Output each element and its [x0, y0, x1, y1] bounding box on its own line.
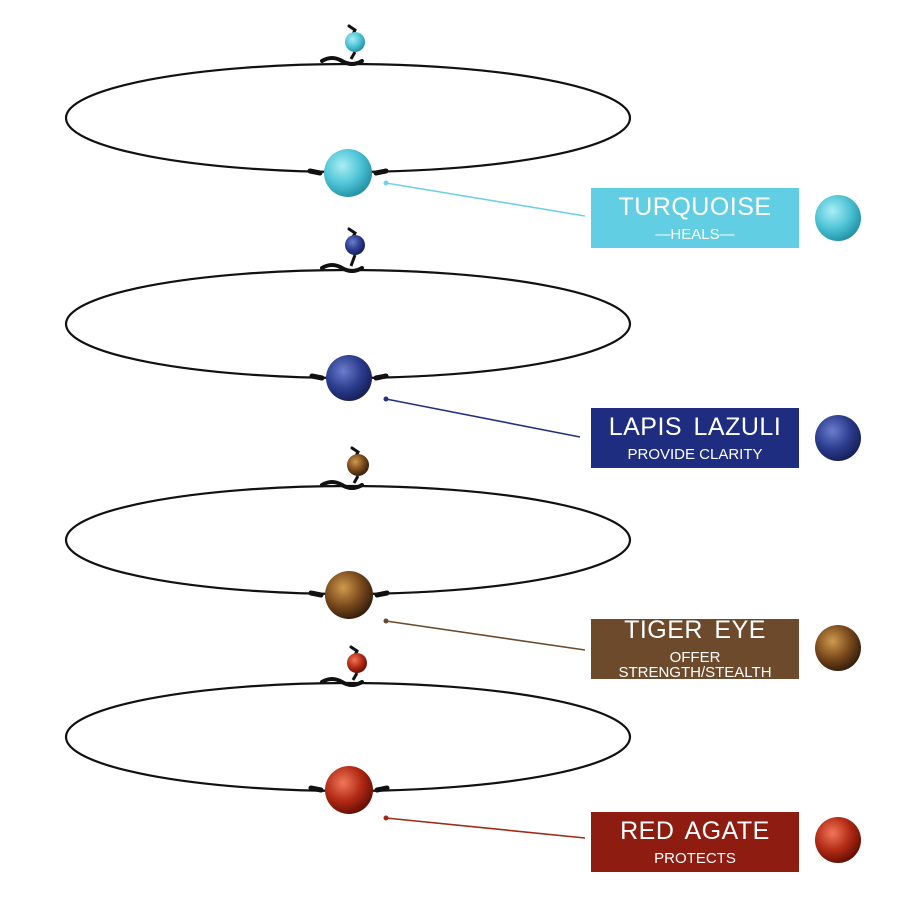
lapis-lazuli-clasp-tail [349, 254, 357, 267]
lapis-lazuli-main-bead [326, 355, 372, 401]
turquoise-leader-line [385, 182, 586, 217]
tiger-eye-clasp-knot [320, 480, 364, 490]
tiger-eye-label: TIGER EYE OFFER STRENGTH/STEALTH [591, 616, 799, 681]
turquoise-title: TURQUOISE [618, 192, 772, 221]
lapis-lazuli-leader-line [385, 398, 581, 438]
lapis-lazuli-small-bead [345, 235, 365, 255]
lapis-lazuli-clasp-knot [320, 263, 364, 273]
red-agate-necklace [64, 645, 861, 863]
red-agate-small-bead [347, 653, 367, 673]
turquoise-swatch-bead [815, 195, 861, 241]
lapis-lazuli-bead-knots [309, 373, 389, 381]
tiger-eye-subtitle: OFFER STRENGTH/STEALTH [618, 649, 772, 681]
tiger-eye-title: TIGER EYE [624, 616, 766, 644]
tiger-eye-clasp-tail [352, 475, 360, 484]
lapis-lazuli-swatch-bead [815, 415, 861, 461]
lapis-lazuli-necklace [64, 227, 861, 461]
red-agate-leader-line [385, 817, 586, 839]
red-agate-title: RED AGATE [620, 816, 770, 845]
turquoise-clasp-tail [349, 51, 357, 60]
turquoise-label: TURQUOISE —HEALS— [591, 188, 799, 248]
lapis-lazuli-subtitle: PROVIDE CLARITY [627, 445, 763, 463]
red-agate-clasp-knot [320, 677, 364, 687]
tiger-eye-necklace [64, 446, 861, 671]
lapis-lazuli-label: LAPIS LAZULI PROVIDE CLARITY [591, 408, 799, 468]
lapis-lazuli-title: LAPIS LAZULI [608, 412, 782, 441]
tiger-eye-bead-knots [308, 590, 390, 598]
turquoise-bead-knots [307, 168, 389, 176]
turquoise-main-bead [324, 149, 372, 197]
tiger-eye-main-bead [325, 571, 373, 619]
tiger-eye-leader-line [385, 620, 586, 651]
turquoise-small-bead [345, 32, 365, 52]
tiger-eye-swatch-bead [815, 625, 861, 671]
red-agate-bead-knots [308, 785, 390, 793]
red-agate-main-bead [325, 766, 373, 814]
red-agate-swatch-bead [815, 817, 861, 863]
turquoise-clasp-knot [320, 56, 364, 66]
turquoise-necklace [64, 24, 861, 241]
red-agate-label: RED AGATE PROTECTS [591, 812, 799, 872]
red-agate-clasp-tail [351, 672, 359, 681]
turquoise-subtitle: —HEALS— [655, 225, 735, 243]
tiger-eye-small-bead [347, 454, 369, 476]
red-agate-subtitle: PROTECTS [654, 849, 736, 867]
